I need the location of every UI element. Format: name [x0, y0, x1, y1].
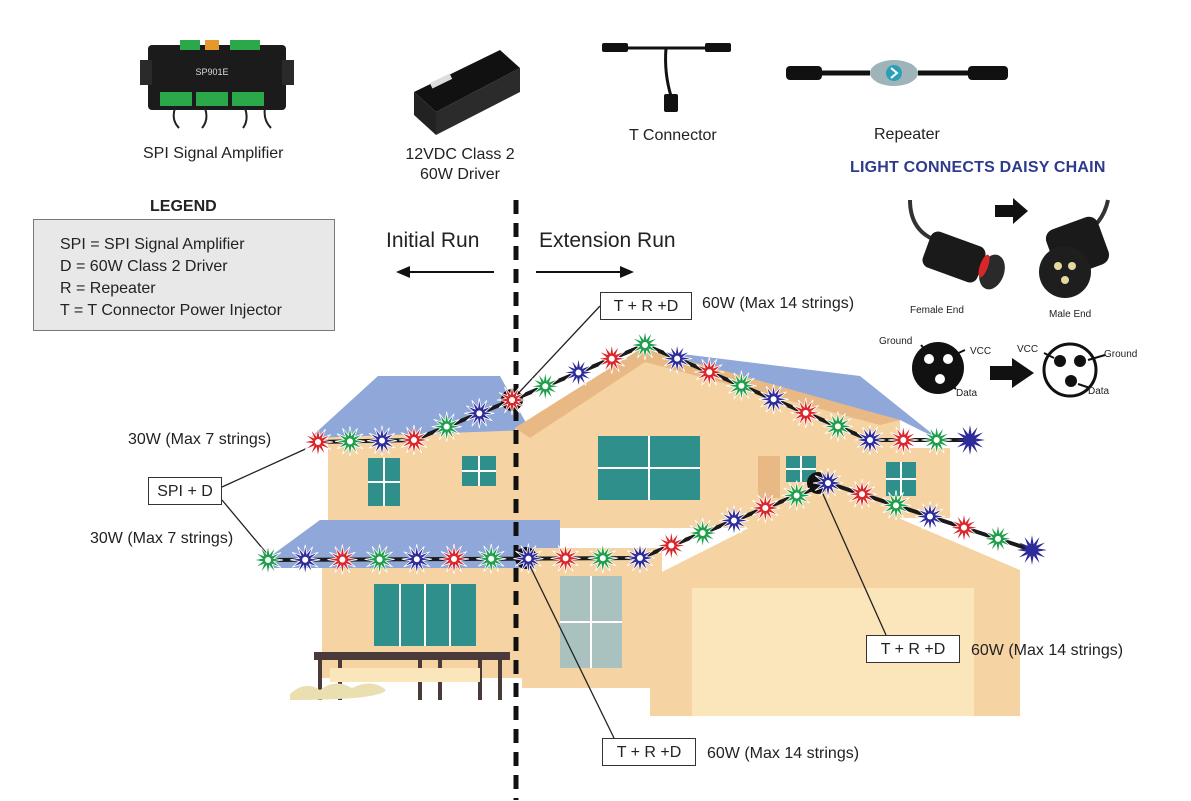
male-connector-image [1039, 199, 1110, 298]
amplifier-label: SPI Signal Amplifier [143, 145, 284, 162]
star-light-center [379, 437, 385, 444]
female-pin-diagram [912, 342, 966, 394]
callout-leader-lines [221, 305, 887, 739]
star-light-center [642, 342, 648, 348]
extension-run-label: Extension Run [539, 229, 676, 252]
star-light-center [443, 423, 450, 430]
star-light-center [825, 480, 831, 486]
star-light [955, 425, 985, 455]
top-tag: T + R +D [600, 292, 692, 320]
star-light-center [859, 491, 865, 498]
star-light-center [265, 557, 271, 563]
t-connector-label: T Connector [629, 127, 717, 144]
pin-ground-label-right: Ground [1104, 349, 1138, 360]
star-light-center [339, 556, 346, 563]
pin-arrow-icon [990, 358, 1034, 388]
repeater-label: Repeater [874, 126, 940, 143]
chain-arrow-icon [995, 198, 1028, 224]
star-light-center [411, 437, 417, 443]
right-watts-label: 60W (Max 14 strings) [971, 642, 1124, 659]
bottom-tag: T + R +D [602, 738, 696, 766]
initial-run-arrow-icon [396, 266, 494, 278]
t-connector-image [602, 43, 731, 112]
pin-ground-label-left: Ground [879, 336, 913, 347]
star-light-center [867, 437, 873, 443]
star-light-center [509, 397, 515, 403]
amplifier-device-text: SP901E [195, 67, 228, 77]
pin-data-label-right: Data [1088, 386, 1110, 397]
star-light-center [699, 530, 706, 536]
legend-item: SPI = SPI Signal Amplifier [60, 236, 245, 253]
star-light-center [731, 517, 737, 524]
legend-item: T = T Connector Power Injector [60, 302, 282, 319]
female-end-label: Female End [910, 305, 964, 316]
upper-left-watts-label: 30W (Max 7 strings) [128, 431, 272, 448]
pin-vcc-label-right: VCC [1017, 344, 1039, 355]
star-light-center [802, 409, 809, 416]
star-light-center [637, 555, 643, 561]
legend-box: SPI = SPI Signal Amplifier D = 60W Class… [33, 219, 335, 331]
legend-item: D = 60W Class 2 Driver [60, 258, 228, 275]
spi-amplifier-image: SP901E [140, 40, 294, 129]
top-watts-label: 60W (Max 14 strings) [702, 295, 855, 312]
star-light-center [451, 556, 457, 562]
star-light-center [347, 438, 353, 445]
star-light-center [793, 492, 800, 499]
right-tag: T + R +D [866, 635, 960, 663]
male-pin-diagram [1042, 342, 1106, 398]
star-light-center [933, 437, 940, 443]
star-light-center [893, 502, 899, 509]
star-light-center [762, 505, 769, 511]
star-light-center [608, 355, 615, 362]
star-light-center [413, 556, 420, 563]
repeater-image [786, 60, 1008, 86]
bottom-watts-label: 60W (Max 14 strings) [707, 745, 860, 762]
female-connector-image [908, 199, 1005, 290]
pin-vcc-label-left: VCC [970, 346, 992, 357]
legend-title: LEGEND [150, 198, 217, 215]
star-light-center [961, 524, 967, 531]
star-light-center [575, 369, 582, 376]
star-lights [252, 329, 1047, 576]
star-light-center [674, 355, 681, 362]
star-light-center [562, 555, 569, 562]
star-light-center [488, 555, 495, 562]
star-light-center [668, 542, 675, 549]
star-light-center [834, 423, 841, 430]
pin-data-label-left: Data [956, 388, 978, 399]
star-light-center [315, 439, 321, 445]
lower-left-watts-label: 30W (Max 7 strings) [90, 530, 234, 547]
star-light-center [900, 437, 907, 443]
star-light-center [995, 535, 1001, 542]
driver-label-line1: 12VDC Class 2 [405, 146, 515, 163]
driver-image [414, 50, 520, 135]
star-light [1017, 535, 1047, 565]
legend-item: R = Repeater [60, 280, 156, 297]
star-light-center [302, 556, 309, 563]
initial-run-label: Initial Run [386, 229, 480, 252]
extension-run-arrow-icon [536, 266, 634, 278]
star-light-center [476, 410, 483, 417]
star-light-center [525, 555, 532, 562]
star-light-center [738, 382, 745, 389]
driver-label-line2: 60W Driver [419, 166, 500, 183]
spi-tag: SPI + D [148, 477, 222, 505]
star-light-center [706, 369, 713, 376]
male-end-label: Male End [1049, 309, 1092, 320]
star-light-center [542, 383, 549, 390]
daisy-chain-title: LIGHT CONNECTS DAISY CHAIN [850, 159, 1106, 176]
star-light-center [770, 396, 777, 403]
star-light-center [599, 555, 606, 562]
star-light-center [376, 556, 383, 563]
star-light-center [927, 513, 933, 520]
